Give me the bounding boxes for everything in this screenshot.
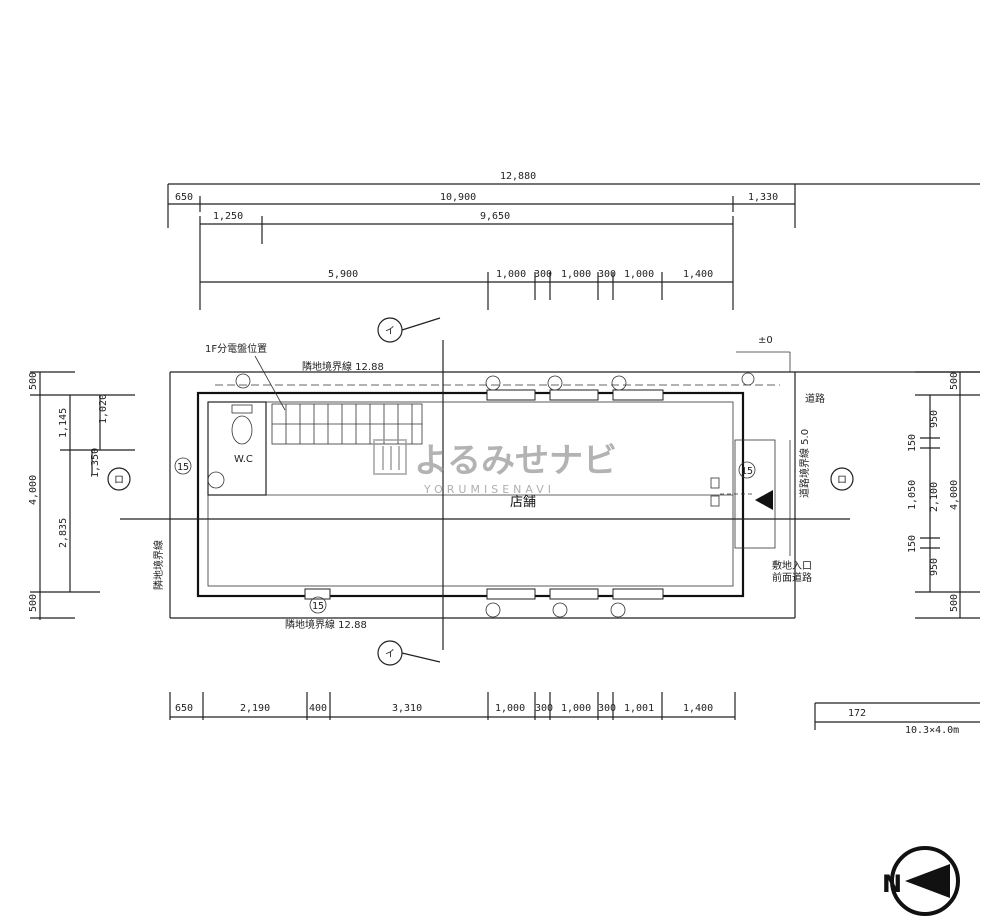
table-head: 172	[848, 708, 866, 719]
dim-right-950a: 950	[929, 410, 940, 428]
shop-label: 店舗	[510, 495, 536, 510]
staircase	[271, 403, 423, 445]
dim-bot-300a: 300	[535, 703, 553, 714]
dim-top-300a: 300	[534, 269, 552, 280]
dim-left-1020: 1,020	[98, 394, 109, 424]
dim-top-1000b: 1,000	[561, 269, 591, 280]
dim-right-500a: 500	[949, 372, 960, 390]
watermark: よるみせナビ YORUMISENAVI	[373, 439, 617, 496]
dim-top-5900: 5,900	[328, 269, 358, 280]
label-level: ±0	[758, 335, 773, 346]
mark-15-left: 15	[177, 462, 189, 473]
grid-marker-right: ロ	[830, 467, 854, 491]
dim-right-150a: 150	[907, 434, 918, 452]
left-dimensions: 500 1,145 1,020 4,000 1,350 2,835 500	[28, 371, 135, 620]
dim-overall: 12,880	[500, 171, 536, 182]
north-compass-icon: N	[882, 846, 960, 916]
dim-top-650: 650	[175, 192, 193, 203]
info-table: 172 10.3×4.0m	[814, 702, 980, 736]
dim-top-9650: 9,650	[480, 211, 510, 222]
entrance-door	[710, 439, 776, 549]
dim-bot-1400: 1,400	[683, 703, 713, 714]
label-left-note: 隣地境界線	[152, 540, 165, 590]
site-boundary	[169, 371, 980, 619]
compass-letter: N	[882, 870, 902, 898]
dim-bot-650: 650	[175, 703, 193, 714]
dim-left-2835: 2,835	[58, 518, 69, 548]
dim-left-1145: 1,145	[58, 408, 69, 438]
label-top-boundary: 隣地境界線 12.88	[302, 360, 384, 373]
dim-bot-300b: 300	[598, 703, 616, 714]
dim-bot-400: 400	[309, 703, 327, 714]
section-marker-top: イ	[377, 317, 441, 343]
grid-mark-right: ロ	[837, 475, 847, 486]
annotations: 1F分電盤位置 隣地境界線 12.88 隣地境界線 12.88 隣地境界線 道路…	[152, 335, 825, 631]
label-entrance: 敷地入口	[772, 559, 812, 572]
dim-top-1330: 1,330	[748, 192, 778, 203]
dim-top-1250: 1,250	[213, 211, 243, 222]
label-right-note: 道路境界線 5.0	[798, 429, 811, 498]
dim-right-1050: 1,050	[907, 480, 918, 510]
bottom-dimensions: 650 2,190 400 3,310 1,000 300 1,000 300 …	[169, 692, 736, 720]
grid-marker-left: ロ	[107, 467, 131, 491]
dim-right-4000: 4,000	[949, 480, 960, 510]
wc-room: W.C	[207, 401, 267, 496]
dim-left-1350: 1,350	[90, 448, 101, 478]
dim-left-4000: 4,000	[28, 475, 39, 505]
watermark-sub: YORUMISENAVI	[423, 483, 555, 496]
dim-bot-1000a: 1,000	[495, 703, 525, 714]
dim-right-150b: 150	[907, 535, 918, 553]
dim-bot-1000b: 1,000	[561, 703, 591, 714]
top-dimensions: 12,880 650 10,900 1,330 1,250 9,650 5,90…	[167, 171, 980, 310]
label-1f-panel: 1F分電盤位置	[205, 342, 267, 355]
mark-15-right: 15	[741, 466, 753, 477]
grid-mark-left: ロ	[114, 475, 124, 486]
mark-15-bottom: 15	[312, 601, 324, 612]
dim-bot-3310: 3,310	[392, 703, 422, 714]
circle-marks: 15 15 15	[174, 372, 756, 618]
dim-left-500a: 500	[28, 372, 39, 390]
building-walls	[196, 389, 745, 600]
dim-right-2100: 2,100	[929, 482, 940, 512]
dim-top-10900: 10,900	[440, 192, 476, 203]
dim-top-300b: 300	[598, 269, 616, 280]
section-marker-bottom: イ	[377, 640, 441, 666]
dim-right-500b: 500	[949, 594, 960, 612]
dim-bot-2190: 2,190	[240, 703, 270, 714]
label-bottom-boundary: 隣地境界線 12.88	[285, 618, 367, 631]
wc-label: W.C	[234, 454, 253, 465]
label-road: 道路	[805, 392, 825, 405]
section-mark-bottom: イ	[385, 649, 395, 660]
dim-right-950b: 950	[929, 558, 940, 576]
dim-top-1000a: 1,000	[496, 269, 526, 280]
label-front-road: 前面道路	[772, 571, 812, 584]
dim-top-1400: 1,400	[683, 269, 713, 280]
watermark-main: よるみせナビ	[414, 441, 617, 481]
dim-bot-1001: 1,001	[624, 703, 654, 714]
section-mark-top: イ	[385, 326, 395, 337]
dim-top-1000c: 1,000	[624, 269, 654, 280]
dim-left-500b: 500	[28, 594, 39, 612]
table-row: 10.3×4.0m	[905, 725, 959, 736]
right-dimensions: 500 950 150 4,000 2,100 1,050 150 950 50…	[907, 371, 980, 619]
